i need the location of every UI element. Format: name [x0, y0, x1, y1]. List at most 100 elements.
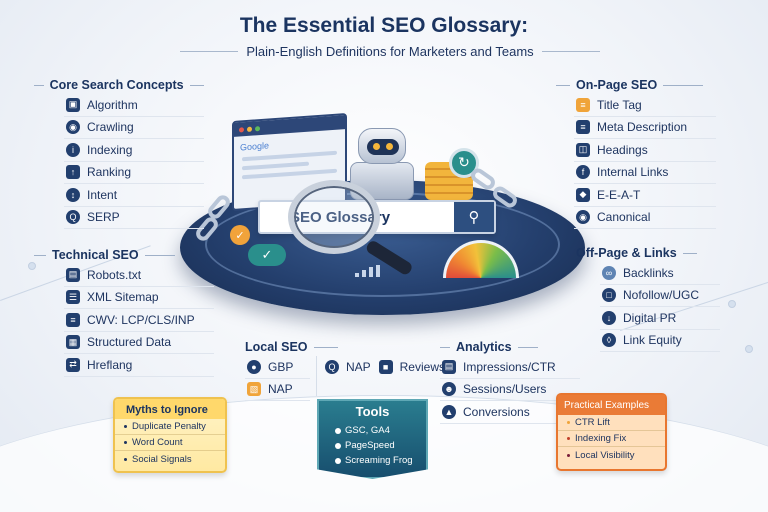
- glossary-item-cwv[interactable]: ≡CWV: LCP/CLS/INP: [64, 309, 214, 332]
- search-button[interactable]: ⚲: [454, 202, 494, 232]
- refresh-badge-icon: ↻: [449, 148, 479, 178]
- headings-icon: ◫: [576, 142, 590, 157]
- box-title: Myths to Ignore: [115, 399, 225, 419]
- spider-icon: ◉: [66, 120, 80, 135]
- robot-head-illustration: [358, 128, 406, 164]
- intent-icon: ↕: [66, 187, 80, 202]
- internal-links-icon: f: [576, 165, 590, 180]
- practical-examples-box: Practical Examples CTR Lift Indexing Fix…: [556, 393, 667, 471]
- section-title: Analytics: [456, 340, 512, 354]
- section-title: Local SEO: [245, 340, 308, 354]
- robot-file-icon: ▤: [66, 267, 80, 282]
- robot-visor: [367, 139, 399, 155]
- divider: [180, 51, 239, 52]
- browser-titlebar: [234, 115, 345, 137]
- glossary-item-robots-txt[interactable]: ▤Robots.txt: [64, 264, 214, 287]
- glossary-item-sessions-users[interactable]: ☻Sessions/Users: [440, 379, 580, 401]
- bullet-icon: [335, 457, 341, 464]
- section-on-page-seo: On-Page SEO ≡Title Tag ≡Meta Description…: [556, 78, 716, 229]
- robot-eye-icon: [386, 143, 393, 150]
- search-icon: Q: [66, 210, 80, 225]
- minimize-dot-icon: [247, 126, 252, 132]
- blocks-icon: ▦: [66, 335, 80, 350]
- result-line: [242, 168, 337, 180]
- section-off-page-links: Off-Page & Links ∞Backlinks □Nofollow/UG…: [570, 246, 720, 352]
- chip-icon: ▣: [66, 97, 80, 112]
- language-arrows-icon: ⇄: [66, 357, 80, 372]
- tool-item: Screaming Frog: [319, 453, 426, 468]
- search-bubble-icon: Q: [324, 360, 339, 375]
- glossary-item-title-tag[interactable]: ≡Title Tag: [574, 94, 716, 117]
- bar-graphic: [355, 265, 380, 277]
- magnifying-glass-illustration: [288, 180, 380, 254]
- glossary-item-impressions-ctr[interactable]: ▤Impressions/CTR: [440, 356, 580, 379]
- divider: [541, 51, 600, 52]
- myth-item: Duplicate Penalty: [115, 419, 225, 435]
- glossary-item-ranking[interactable]: ↑Ranking: [64, 162, 204, 184]
- tools-box: Tools GSC, GA4 PageSpeed Screaming Frog: [317, 399, 428, 479]
- example-item: Local Visibility: [558, 447, 665, 463]
- search-icon: ⚲: [468, 208, 480, 226]
- glossary-item-eeat[interactable]: ◆E-E-A-T: [574, 184, 716, 207]
- bullet-icon: [335, 442, 341, 449]
- box-title: Practical Examples: [558, 395, 665, 415]
- glossary-item-hreflang[interactable]: ⇄Hreflang: [64, 354, 214, 377]
- glossary-item-nap[interactable]: ▧NAP: [245, 379, 311, 401]
- section-analytics: Analytics ▤Impressions/CTR ☻Sessions/Use…: [440, 340, 580, 424]
- card-icon: ▤: [442, 359, 456, 374]
- result-line: [242, 150, 337, 162]
- storefront-icon: ▧: [247, 382, 261, 397]
- glossary-item-digital-pr[interactable]: ↓Digital PR: [600, 307, 720, 330]
- glossary-item-canonical[interactable]: ◉Canonical: [574, 207, 716, 229]
- myths-to-ignore-box: Myths to Ignore Duplicate Penalty Word C…: [113, 397, 227, 473]
- tool-item: PageSpeed: [319, 438, 426, 453]
- conversion-icon: ▲: [442, 404, 456, 419]
- glossary-item-headings[interactable]: ◫Headings: [574, 139, 716, 162]
- section-core-search-concepts: Core Search Concepts ▣Algorithm ◉Crawlin…: [34, 78, 204, 229]
- box-title: Tools: [355, 404, 390, 419]
- glossary-item-reviews[interactable]: ■Reviews: [377, 356, 445, 379]
- map-pin-icon: ●: [247, 359, 261, 374]
- glossary-item-algorithm[interactable]: ▣Algorithm: [64, 94, 204, 117]
- layers-icon: ◆: [576, 187, 590, 202]
- check-badge-icon: ✓: [230, 225, 250, 245]
- chat-bubble-icon: □: [602, 288, 616, 303]
- glossary-item-backlinks[interactable]: ∞Backlinks: [600, 262, 720, 285]
- glossary-item-conversions[interactable]: ▲Conversions: [440, 401, 580, 424]
- section-title: Off-Page & Links: [576, 246, 677, 260]
- section-title: Technical SEO: [52, 248, 139, 262]
- share-nodes-icon: ◊: [602, 333, 616, 348]
- glossary-item-intent[interactable]: ↕Intent: [64, 184, 204, 207]
- ranking-arrow-icon: ↑: [66, 165, 80, 180]
- download-circle-icon: ↓: [602, 310, 616, 325]
- glossary-item-crawling[interactable]: ◉Crawling: [64, 117, 204, 139]
- glossary-item-meta-description[interactable]: ≡Meta Description: [574, 117, 716, 139]
- glossary-item-nofollow-ugc[interactable]: □Nofollow/UGC: [600, 285, 720, 307]
- robot-eye-icon: [373, 143, 380, 150]
- backlinks-icon: ∞: [602, 265, 616, 280]
- tool-item: GSC, GA4: [319, 423, 426, 438]
- sitemap-icon: ☰: [66, 290, 80, 305]
- page-title: The Essential SEO Glossary:: [239, 14, 529, 37]
- database-icon: ≡: [66, 312, 80, 327]
- glossary-item-gbp[interactable]: ●GBP: [245, 356, 311, 379]
- lock-icon: ■: [378, 360, 393, 375]
- network-dot: [745, 345, 753, 353]
- glossary-item-xml-sitemap[interactable]: ☰XML Sitemap: [64, 287, 214, 309]
- index-icon: i: [66, 142, 80, 157]
- glossary-item-link-equity[interactable]: ◊Link Equity: [600, 330, 720, 352]
- page-subtitle: Plain-English Definitions for Marketers …: [246, 44, 534, 59]
- section-title: Core Search Concepts: [49, 78, 184, 92]
- meta-description-icon: ≡: [576, 120, 590, 135]
- section-title: On-Page SEO: [576, 78, 658, 92]
- example-item: Indexing Fix: [558, 431, 665, 447]
- result-line: [242, 161, 309, 171]
- close-dot-icon: [239, 126, 244, 133]
- glossary-item-structured-data[interactable]: ▦Structured Data: [64, 332, 214, 354]
- network-dot: [728, 300, 736, 308]
- google-logo: Google: [240, 140, 270, 153]
